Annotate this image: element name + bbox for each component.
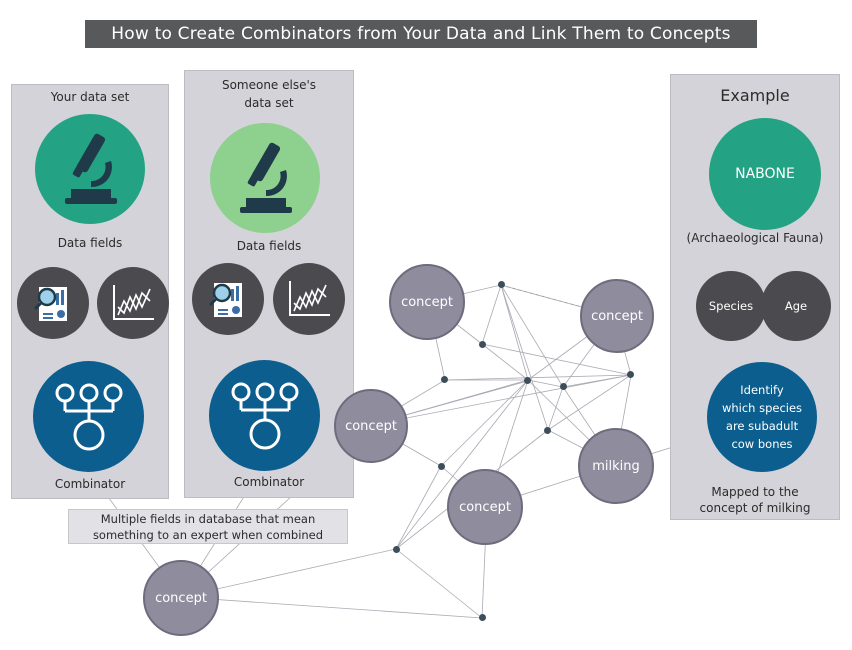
combinator-tree-icon — [33, 361, 144, 472]
network-node — [524, 377, 531, 384]
concept-node-left[interactable]: concept — [334, 389, 408, 463]
line-chart-icon — [273, 263, 345, 335]
magnifier-report-icon — [17, 267, 89, 339]
combinator-callout: Multiple fields in database that mean so… — [68, 509, 348, 544]
microscope-icon — [35, 114, 145, 224]
mapped-line-1: Mapped to the — [711, 485, 799, 499]
concept-node-right[interactable]: concept — [580, 279, 654, 353]
identify-line-1: Identify — [740, 383, 784, 397]
panel-title-someone-line2: data set — [244, 96, 294, 110]
magnifier-report-icon — [192, 263, 264, 335]
callout-line-2: something to an expert when combined — [92, 528, 324, 542]
network-node — [393, 546, 400, 553]
age-circle: Age — [761, 271, 831, 341]
network-node — [479, 341, 486, 348]
data-fields-label-your: Data fields — [57, 236, 123, 250]
concept-node-milking[interactable]: milking — [578, 428, 654, 504]
combinator-label-your: Combinator — [54, 477, 126, 491]
network-node — [627, 371, 634, 378]
panel-example: Example NABONE (Archaeological Fauna) Sp… — [670, 74, 840, 520]
network-node — [441, 376, 448, 383]
species-label: Species — [708, 299, 754, 313]
network-node — [560, 383, 567, 390]
network-node — [544, 427, 551, 434]
species-circle: Species — [696, 271, 766, 341]
panel-your-data-set: Your data set Data fields — [11, 84, 169, 499]
microscope-icon — [210, 123, 320, 233]
example-subtitle: (Archaeological Fauna) — [686, 231, 824, 245]
panel-title-your: Your data set — [50, 90, 130, 104]
network-node — [498, 281, 505, 288]
identify-circle: Identify which species are subadult cow … — [707, 362, 817, 472]
concept-node-top[interactable]: concept — [389, 264, 465, 340]
line-chart-icon — [97, 267, 169, 339]
panel-someone-else-data-set: Someone else's data set Data fields — [184, 70, 354, 498]
age-label: Age — [784, 299, 808, 313]
identify-line-2: which species — [721, 401, 803, 415]
identify-line-4: cow bones — [731, 437, 793, 451]
panel-title-someone-line1: Someone else's — [221, 78, 317, 92]
network-node — [438, 463, 445, 470]
panel-title-example: Example — [720, 86, 790, 105]
concept-node-bottom-center[interactable]: concept — [447, 469, 523, 545]
nabone-label: NABONE — [735, 166, 795, 182]
combinator-label-someone: Combinator — [233, 475, 305, 489]
data-fields-label-someone: Data fields — [236, 239, 302, 253]
nabone-circle: NABONE — [709, 118, 821, 230]
combinator-tree-icon — [209, 360, 320, 471]
callout-line-1: Multiple fields in database that mean — [100, 512, 316, 526]
mapped-line-2: concept of milking — [699, 501, 811, 515]
identify-line-3: are subadult — [725, 419, 799, 433]
page-title: How to Create Combinators from Your Data… — [85, 20, 757, 48]
network-node — [479, 614, 486, 621]
concept-node-bottom-left[interactable]: concept — [143, 560, 219, 636]
